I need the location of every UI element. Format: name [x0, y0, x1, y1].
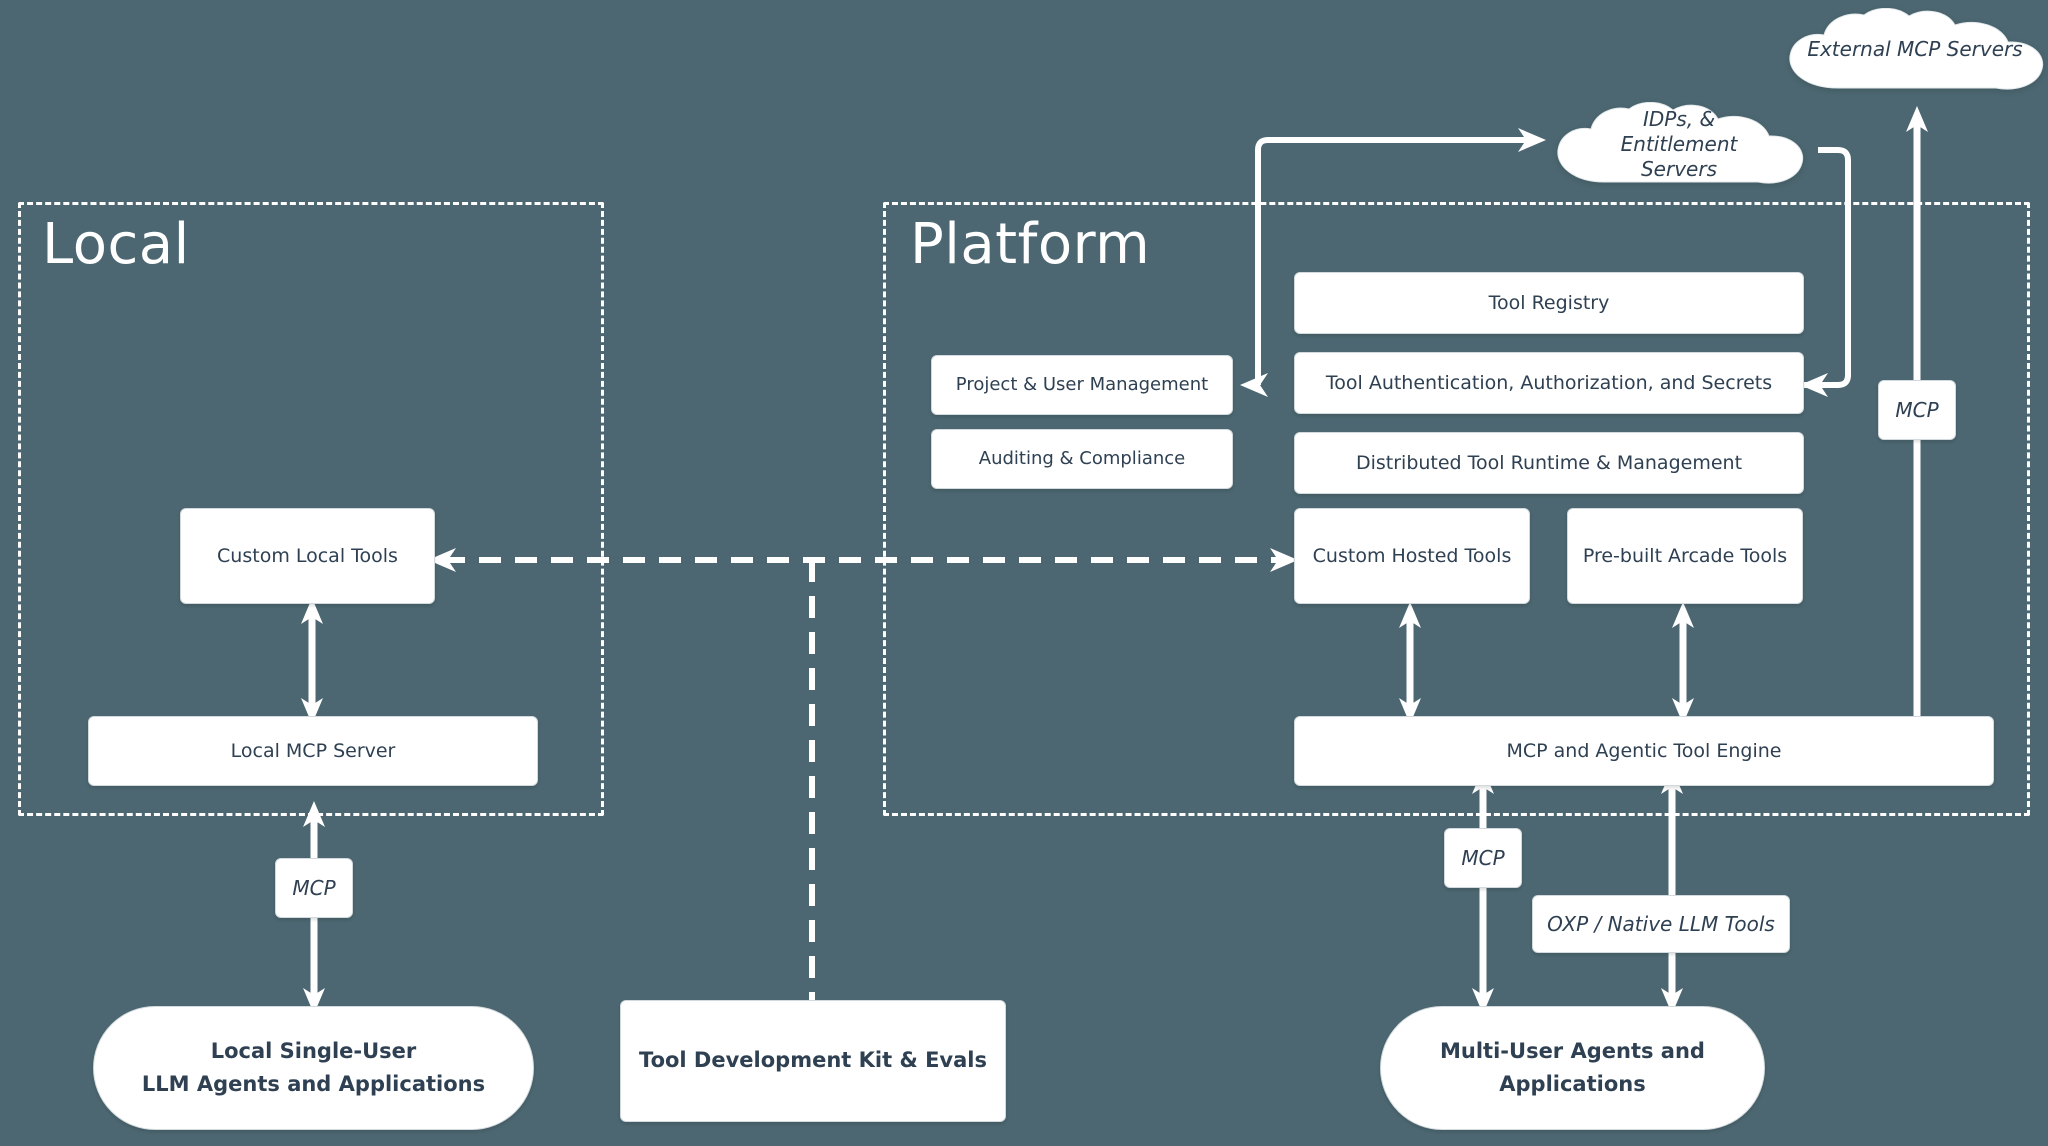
- external-mcp-servers-cloud-label: External MCP Servers: [1807, 36, 2023, 61]
- auditing-compliance-box[interactable]: Auditing & Compliance: [931, 429, 1233, 489]
- mcp-agentic-tool-engine-box[interactable]: MCP and Agentic Tool Engine: [1294, 716, 1994, 786]
- project-user-management-box[interactable]: Project & User Management: [931, 355, 1233, 415]
- idps-entitlement-servers-cloud-label: IDPs, & Entitlement Servers: [1620, 106, 1738, 181]
- cloud-shape: [1557, 102, 1804, 184]
- multi-user-agents-box[interactable]: Multi-User Agents and Applications: [1380, 1006, 1765, 1130]
- custom-hosted-tools-box[interactable]: Custom Hosted Tools: [1294, 508, 1530, 604]
- local-mcp-protocol-label: MCP: [275, 858, 353, 918]
- local-mcp-server-box[interactable]: Local MCP Server: [88, 716, 538, 786]
- external-mcp-servers-cloud[interactable]: External MCP Servers: [1780, 8, 2048, 96]
- platform-mcp-protocol-label: MCP: [1444, 828, 1522, 888]
- cloud-shape: [1789, 8, 2044, 90]
- multi-user-agents-line-1: Multi-User Agents and: [1440, 1038, 1705, 1063]
- tool-auth-box[interactable]: Tool Authentication, Authorization, and …: [1294, 352, 1804, 414]
- tool-registry-box[interactable]: Tool Registry: [1294, 272, 1804, 334]
- local-agents-line-2: LLM Agents and Applications: [141, 1072, 486, 1096]
- custom-local-tools-box[interactable]: Custom Local Tools: [180, 508, 435, 604]
- local-zone-title: Local: [42, 212, 190, 277]
- multi-user-agents-line-2: Applications: [1499, 1072, 1646, 1096]
- local-agents-line-1: Local Single-User: [210, 1038, 417, 1063]
- idps-entitlement-servers-cloud[interactable]: IDPs, & Entitlement Servers: [1548, 102, 1810, 190]
- prebuilt-arcade-tools-box[interactable]: Pre-built Arcade Tools: [1567, 508, 1803, 604]
- distributed-tool-runtime-box[interactable]: Distributed Tool Runtime & Management: [1294, 432, 1804, 494]
- platform-zone-title: Platform: [910, 212, 1151, 277]
- tool-development-kit-box[interactable]: Tool Development Kit & Evals: [620, 1000, 1006, 1122]
- local-zone: [18, 202, 604, 816]
- platform-zone: [883, 202, 2030, 816]
- oxp-native-llm-tools-label: OXP / Native LLM Tools: [1532, 895, 1790, 953]
- local-agents-box[interactable]: Local Single-User LLM Agents and Applica…: [93, 1006, 534, 1130]
- external-mcp-protocol-label: MCP: [1878, 380, 1956, 440]
